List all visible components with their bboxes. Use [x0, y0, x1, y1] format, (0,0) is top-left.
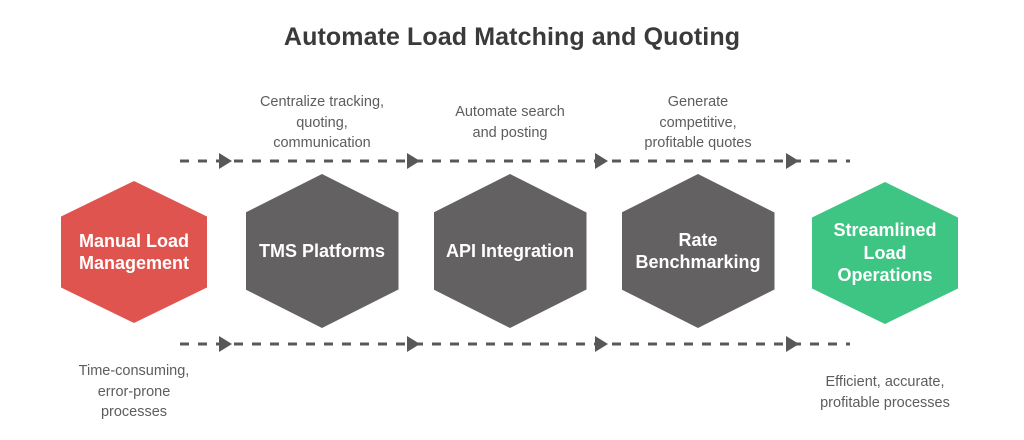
caption-generate-quotes: Generate competitive, profitable quotes [644, 94, 752, 152]
arrowhead-4-icon [786, 336, 799, 352]
stage-hexagon-api-integration[interactable]: API Integration [433, 174, 587, 328]
stage-label: Rate Benchmarking [635, 229, 761, 273]
bottom-flow-arrow [180, 336, 850, 352]
stage-label: Manual Load Management [78, 230, 190, 274]
stage-hexagon-rate-benchmarking[interactable]: Rate Benchmarking [621, 174, 775, 328]
stage-label: TMS Platforms [258, 240, 386, 261]
stage-label: API Integration [445, 240, 574, 261]
arrowhead-2-icon [407, 336, 420, 352]
arrowhead-1-icon [219, 153, 232, 169]
top-flow-arrow [180, 153, 850, 169]
caption-automate-search: Automate search and posting [455, 104, 565, 141]
arrowhead-3-icon [595, 153, 608, 169]
caption-time-consuming: Time-consuming, error-prone processes [78, 363, 190, 421]
page-title: Automate Load Matching and Quoting [283, 23, 741, 51]
caption-centralize-tracking: Centralize tracking, quoting, communicat… [259, 94, 385, 152]
arrowhead-1-icon [219, 336, 232, 352]
stage-hexagon-manual-load-management[interactable]: Manual Load Management [61, 181, 207, 323]
stage-label: Streamlined Load Operations [833, 220, 937, 286]
arrowhead-4-icon [786, 153, 799, 169]
arrowhead-2-icon [407, 153, 420, 169]
caption-efficient-accurate: Efficient, accurate, profitable processe… [820, 374, 950, 411]
stage-hexagon-streamlined-load-operations[interactable]: Streamlined Load Operations [812, 182, 958, 324]
stage-hexagon-tms-platforms[interactable]: TMS Platforms [245, 174, 399, 328]
arrowhead-3-icon [595, 336, 608, 352]
